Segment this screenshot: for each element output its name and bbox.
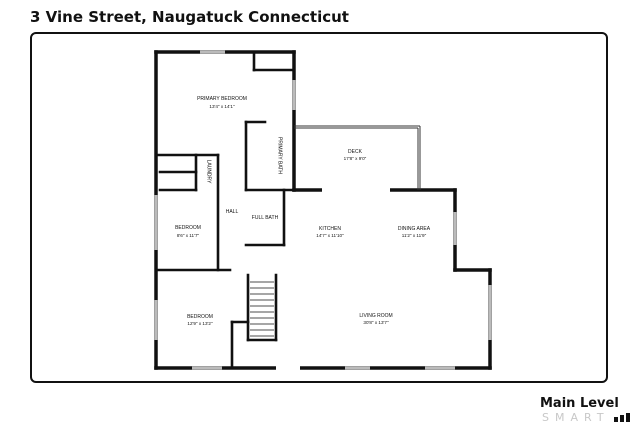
room-bedroom-1-name: BEDROOM [175,225,201,231]
room-primary-bedroom-dims: 13'4" x 14'1" [209,104,235,109]
door-openings [276,188,390,370]
room-dining-area-name: DINING AREA [397,226,431,232]
room-bedroom-1-dims: 8'6" x 11'7" [176,233,200,238]
room-hall-name: HALL [225,209,239,215]
room-bedroom-2-dims: 12'9" x 13'2" [187,321,213,326]
deck-outline [294,125,421,190]
brand-logo-text: SMART [542,411,610,424]
room-laundry-name: LAUNDRY [205,159,212,184]
room-primary-bath-name: PRIMARY BATH [276,137,283,174]
interior-walls [154,50,296,370]
room-bedroom-2-name: BEDROOM [187,314,213,320]
level-label: Main Level [540,396,619,411]
brand-logo-bars-icon [614,413,630,422]
room-living-room-name: LIVING ROOM [359,313,393,319]
room-deck-dims: 17'8" x 9'0" [343,156,367,161]
windows [154,50,492,370]
room-kitchen-dims: 14'7" x 11'10" [316,233,344,238]
room-living-room-dims: 30'8" x 13'7" [363,320,389,325]
room-primary-bedroom-name: PRIMARY BEDROOM [197,96,247,102]
stairs [250,281,274,337]
room-dining-area-dims: 11'2" x 11'9" [401,233,427,238]
room-deck-name: DECK [348,149,362,155]
floor-plan-frame [30,32,608,383]
room-full-bath-name: FULL BATH [251,215,279,221]
page-title: 3 Vine Street, Naugatuck Connecticut [30,8,349,26]
room-kitchen-name: KITCHEN [319,226,341,232]
